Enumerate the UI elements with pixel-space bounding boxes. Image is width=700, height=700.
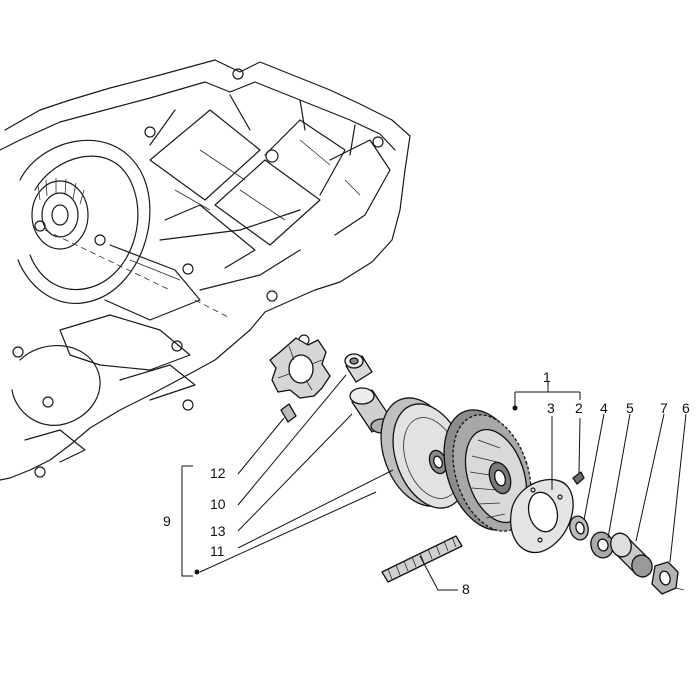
leader-lines — [181, 374, 687, 591]
crankcase-housing — [0, 59, 411, 481]
callout-9: 9 — [163, 513, 171, 529]
part-3-plate — [510, 478, 574, 554]
callout-3: 3 — [547, 400, 555, 416]
part-1-fan-pulley — [443, 409, 532, 532]
part-5-washer — [590, 531, 614, 559]
callout-8: 8 — [462, 581, 470, 597]
callout-5: 5 — [626, 400, 634, 416]
callout-10: 10 — [210, 496, 226, 512]
part-6-nut — [651, 561, 685, 595]
part-7-sleeve — [610, 532, 653, 578]
callout-labels: 1 3 2 4 5 7 6 12 10 9 13 11 8 — [163, 369, 690, 597]
part-2-screw — [572, 471, 585, 485]
callout-2: 2 — [575, 400, 583, 416]
callout-6: 6 — [682, 400, 690, 416]
callout-1: 1 — [543, 369, 551, 385]
part-12-pin — [280, 403, 297, 423]
part-12-ramp-plate — [269, 337, 331, 399]
callout-13: 13 — [210, 523, 226, 539]
callout-4: 4 — [600, 400, 608, 416]
callout-12: 12 — [210, 465, 226, 481]
part-10-spacer — [344, 353, 373, 383]
callout-11: 11 — [210, 543, 225, 559]
callout-7: 7 — [660, 400, 668, 416]
part-4-washer — [569, 515, 589, 541]
